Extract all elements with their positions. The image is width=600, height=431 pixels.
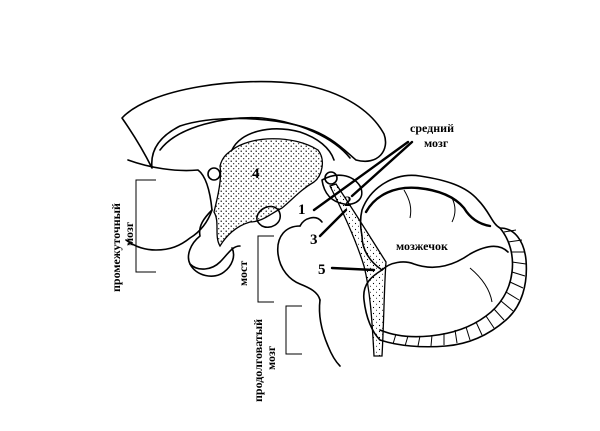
- cerebellum-folia-3: [469, 267, 493, 303]
- pons-outline: [276, 225, 321, 301]
- cerebellum-folia-2: [451, 197, 456, 223]
- pointer-midbrain-b: [350, 140, 414, 198]
- medulla-outline: [318, 299, 341, 367]
- midbrain-tectum: [321, 174, 363, 206]
- label-midbrain-line1: средний: [410, 121, 454, 135]
- bracket-pons: [257, 235, 274, 303]
- cerebellum-folia-1: [403, 189, 412, 219]
- fornix: [159, 116, 351, 159]
- label-midbrain-line2: мозг: [424, 136, 449, 150]
- label-pons: мост: [236, 261, 250, 286]
- label-number-2: 2: [344, 194, 352, 210]
- pointer-5: [330, 266, 376, 272]
- mammillary-body: [256, 205, 281, 229]
- pointer-3: [318, 208, 348, 238]
- label-number-4: 4: [252, 166, 260, 182]
- fornix-inner: [231, 128, 335, 161]
- hypothalamus-outline: [125, 159, 213, 251]
- label-cerebellum: мозжечок: [396, 239, 448, 253]
- bracket-medulla: [285, 305, 302, 355]
- label-number-5: 5: [318, 262, 326, 278]
- cerebellum-stripes: [392, 229, 527, 347]
- cerebellum-inner-lower: [381, 245, 509, 271]
- label-medulla-line2: мозг: [264, 345, 278, 370]
- corpus-callosum: [121, 80, 387, 169]
- fourth-ventricle: [329, 183, 387, 357]
- cerebellum-inner: [364, 186, 492, 228]
- pituitary: [189, 247, 235, 277]
- brainstem-front: [299, 216, 323, 227]
- label-medulla-line1: продолговатый: [251, 319, 265, 402]
- thalamus-region: [213, 138, 324, 248]
- pineal-body: [207, 167, 221, 181]
- bracket-diencephalon: [135, 179, 156, 273]
- label-diencephalon-line1: промежуточный: [109, 203, 123, 292]
- label-number-3: 3: [310, 232, 318, 248]
- label-diencephalon-line2: мозг: [122, 221, 136, 246]
- label-number-1: 1: [298, 202, 306, 218]
- pointer-midbrain-a: [312, 140, 410, 212]
